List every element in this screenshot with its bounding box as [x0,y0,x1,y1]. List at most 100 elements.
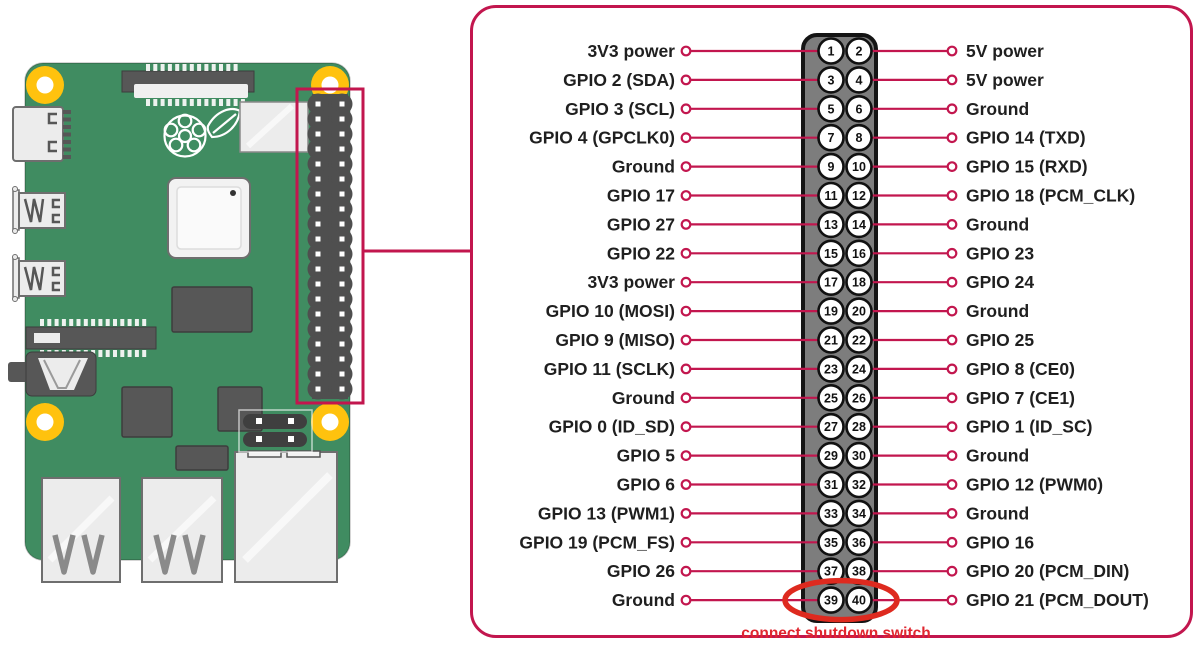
pin-number-odd: 31 [824,478,838,492]
pin-label-right: GPIO 8 (CE0) [966,359,1075,379]
pin-circle-odd [817,499,845,528]
pin-dot-left [680,334,692,346]
pin-circle-even [845,499,873,528]
pin-number-even: 12 [852,189,866,203]
pin-number-odd: 17 [824,276,838,290]
shutdown-highlight-ellipse [782,577,900,623]
pin-number-even: 40 [852,594,866,608]
pin-circle-odd [817,412,845,441]
pin-number-even: 4 [856,73,863,87]
pin-dot-left [680,74,692,86]
gpio-callout-rect [295,87,365,405]
soc-chip [167,177,251,259]
usb-port-1 [41,477,121,583]
pin-circle-even [845,123,873,152]
pin-circle-odd [817,152,845,181]
jumper-header [238,409,313,453]
pin-circle-odd [817,441,845,470]
pin-circle-odd [817,297,845,325]
pin-dot-left [680,536,692,548]
pin-circle-even [845,326,873,354]
pin-dot-right [946,594,958,606]
pin-label-left: 3V3 power [587,272,675,292]
pin-label-right: GPIO 20 (PCM_DIN) [966,561,1129,581]
pin-dot-left [680,450,692,462]
pin-number-odd: 19 [824,305,838,319]
pin-dot-left [680,45,692,57]
pin-circle-even [845,355,873,383]
pin-number-odd: 13 [824,218,838,232]
pin-circle-even [845,528,873,557]
pin-dot-right [946,421,958,433]
pin-dot-right [946,74,958,86]
usb-port-2 [141,477,223,583]
pin-dot-left [680,161,692,173]
pin-label-right: 5V power [966,70,1044,90]
pin-dot-right [946,536,958,548]
pin-number-odd: 29 [824,449,838,463]
pin-number-odd: 27 [824,420,838,434]
pin-circle-odd [817,326,845,354]
pin-number-odd: 39 [824,594,838,608]
pin-circle-odd [817,383,845,412]
pin-circle-even [845,297,873,325]
pin-circle-even [845,268,873,297]
pin-circle-odd [817,557,845,586]
pin-number-even: 32 [852,478,866,492]
pin-dot-left [680,508,692,519]
pin-label-right: GPIO 12 (PWM0) [966,475,1103,495]
pin-label-left: Ground [612,590,675,610]
pin-label-right: GPIO 18 (PCM_CLK) [966,186,1135,206]
pin-circle-even [845,441,873,470]
gpio-header-strip [307,93,353,400]
pin-label-left: Ground [612,388,675,408]
pin-dot-right [946,132,958,144]
pin-circle-odd [817,37,845,65]
pin-circle-odd [817,181,845,210]
audio-jack [8,351,97,397]
pin-number-even: 10 [852,160,866,174]
pin-number-odd: 7 [828,131,835,145]
pin-label-right: Ground [966,214,1029,234]
pin-dot-left [680,363,692,375]
pin-label-left: GPIO 27 [607,214,675,234]
pin-number-even: 20 [852,305,866,319]
raspberry-pi-board-illustration [8,62,470,583]
pin-label-left: GPIO 2 (SDA) [563,70,675,90]
pin-number-even: 18 [852,276,866,290]
pin-circle-even [845,383,873,412]
pin-number-even: 6 [856,102,863,116]
pin-number-even: 36 [852,536,866,550]
pin-circle-odd [817,355,845,383]
pin-dot-left [680,132,692,144]
pin-label-left: GPIO 10 (MOSI) [546,301,675,321]
pin-dot-left [680,421,692,433]
pin-dot-right [946,479,958,490]
pin-dot-left [680,218,692,230]
pin-circle-odd [817,470,845,499]
pin-label-left: GPIO 0 (ID_SD) [549,417,675,437]
pin-label-left: GPIO 11 (SCLK) [544,359,675,379]
pin-number-even: 28 [852,420,866,434]
pin-dot-right [946,565,958,577]
pin-dot-right [946,392,958,404]
pin-circle-even [845,470,873,499]
pin-number-even: 24 [852,362,866,376]
pin-circle-odd [817,210,845,239]
raspberry-logo [163,108,242,158]
pin-circle-even [845,66,873,94]
pin-number-even: 38 [852,565,866,579]
pin-label-left: GPIO 9 (MISO) [555,330,675,350]
